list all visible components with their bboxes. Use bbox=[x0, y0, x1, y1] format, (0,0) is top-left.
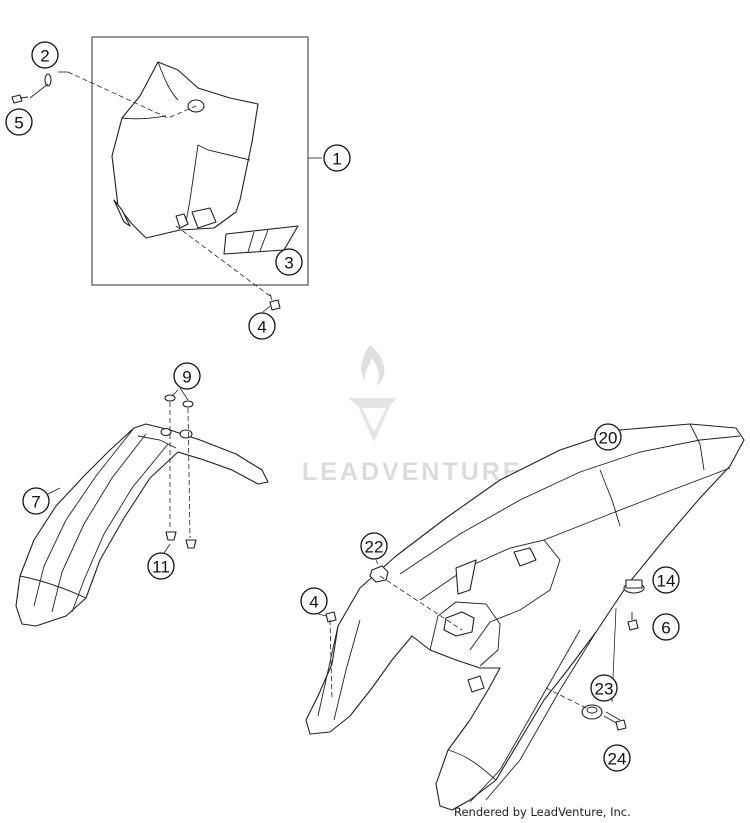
svg-text:22: 22 bbox=[365, 538, 384, 557]
svg-text:14: 14 bbox=[657, 572, 676, 591]
svg-text:4: 4 bbox=[309, 593, 318, 612]
svg-text:1: 1 bbox=[332, 150, 341, 169]
callout-9: 9 bbox=[173, 362, 201, 390]
callout-7: 7 bbox=[22, 487, 50, 515]
render-credit: Rendered by LeadVenture, Inc. bbox=[454, 805, 631, 819]
callout-4-rear: 4 bbox=[300, 587, 328, 615]
callout-6: 6 bbox=[652, 613, 680, 641]
screw-part-4-rear bbox=[325, 611, 337, 623]
svg-text:24: 24 bbox=[608, 750, 627, 769]
callout-24: 24 bbox=[603, 744, 631, 772]
rear-fender bbox=[305, 423, 745, 811]
assembly-frame bbox=[91, 36, 309, 286]
callout-3: 3 bbox=[275, 248, 303, 276]
watermark-logo: LEADVENTURE bbox=[302, 345, 523, 486]
svg-text:6: 6 bbox=[661, 619, 670, 638]
callout-20: 20 bbox=[594, 423, 622, 451]
svg-text:2: 2 bbox=[40, 47, 49, 66]
svg-text:9: 9 bbox=[182, 368, 191, 387]
svg-text:11: 11 bbox=[152, 558, 170, 577]
callout-4-top: 4 bbox=[248, 312, 276, 340]
front-fender bbox=[15, 423, 269, 627]
watermark-text: LEADVENTURE bbox=[302, 458, 523, 486]
callout-22: 22 bbox=[360, 532, 388, 560]
screw-part-6 bbox=[627, 612, 639, 631]
washer-part-9 bbox=[164, 394, 194, 408]
bushing-part-23 bbox=[581, 704, 603, 720]
callout-2: 2 bbox=[31, 41, 59, 69]
washer-part-2 bbox=[44, 73, 52, 87]
number-plate bbox=[111, 61, 259, 239]
screw-part-4-top bbox=[269, 293, 281, 311]
grommet-part-14 bbox=[623, 579, 645, 594]
svg-text:20: 20 bbox=[599, 429, 618, 448]
svg-text:23: 23 bbox=[595, 680, 614, 699]
callout-14: 14 bbox=[652, 566, 680, 594]
callout-23: 23 bbox=[590, 674, 618, 702]
callout-1: 1 bbox=[323, 144, 351, 172]
svg-text:7: 7 bbox=[31, 493, 40, 512]
screw-part-5 bbox=[11, 94, 29, 104]
svg-text:4: 4 bbox=[257, 318, 266, 337]
screw-part-11 bbox=[165, 531, 197, 549]
svg-text:5: 5 bbox=[14, 114, 23, 133]
callout-5: 5 bbox=[5, 108, 33, 136]
screw-part-24 bbox=[603, 711, 627, 731]
callout-11: 11 bbox=[147, 552, 175, 580]
svg-text:3: 3 bbox=[284, 254, 293, 273]
